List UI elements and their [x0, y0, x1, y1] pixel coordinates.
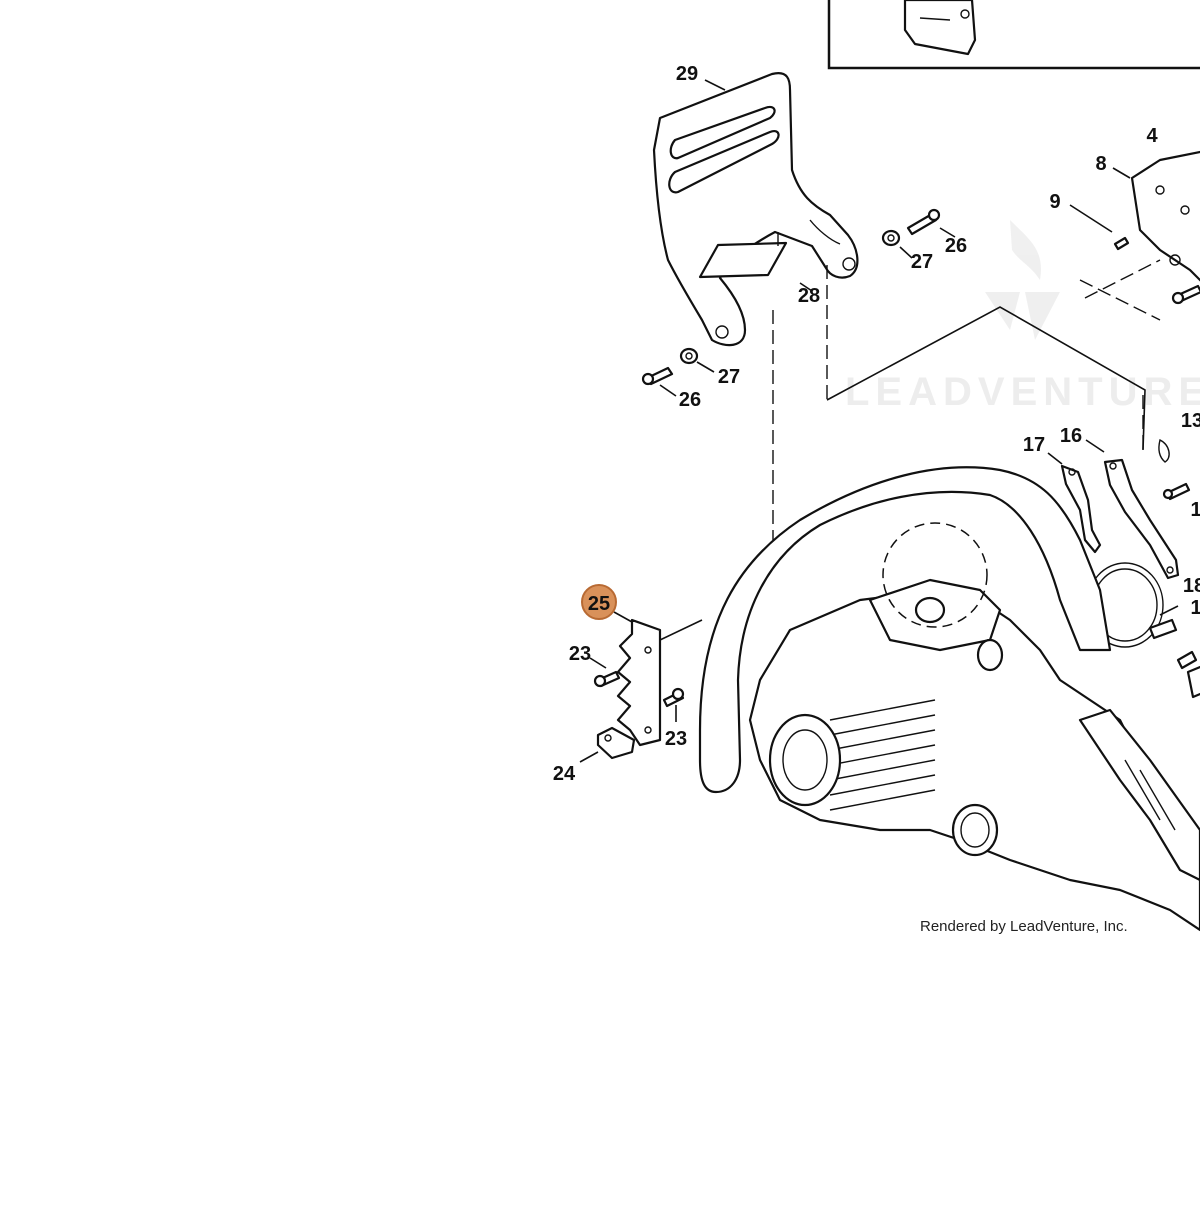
leader-28 — [799, 282, 813, 292]
inset-box — [827, 0, 1200, 70]
label-sticker-part[interactable] — [698, 241, 788, 279]
leader-27a — [899, 246, 913, 259]
washer-27-lower[interactable] — [679, 347, 699, 365]
leader-8 — [1112, 167, 1131, 179]
leader-9 — [1069, 204, 1113, 233]
screw-right-2[interactable] — [1162, 482, 1191, 501]
screw-9[interactable] — [1113, 236, 1130, 251]
callout-23-left[interactable]: 23 — [569, 643, 591, 665]
leader-26a — [939, 227, 956, 238]
leader-27b — [696, 361, 715, 373]
callout-27-upper[interactable]: 27 — [911, 251, 933, 273]
callout-28[interactable]: 28 — [798, 285, 820, 307]
guide-line — [826, 306, 1146, 451]
guide-line — [1084, 259, 1161, 299]
callout-9[interactable]: 9 — [1049, 191, 1060, 213]
render-credit: Rendered by LeadVenture, Inc. — [920, 918, 1128, 935]
callout-27-lower[interactable]: 27 — [718, 366, 740, 388]
leader-26b — [659, 384, 677, 397]
callout-1a[interactable]: 1 — [1190, 499, 1200, 521]
clip-part[interactable] — [1158, 438, 1170, 463]
leader-25 — [613, 611, 633, 623]
leader-23a — [589, 657, 607, 669]
callout-24[interactable]: 24 — [553, 763, 576, 785]
leader-16 — [1085, 439, 1105, 453]
pin-right[interactable] — [1176, 650, 1200, 699]
chainsaw-body[interactable] — [698, 466, 1200, 932]
callout-23-right[interactable]: 23 — [665, 728, 687, 750]
guide-line — [659, 619, 703, 641]
callout-26-upper[interactable]: 26 — [945, 235, 967, 257]
watermark: LEADVENTURE — [845, 220, 1200, 414]
screw-23-left[interactable] — [593, 670, 621, 688]
leader-24 — [579, 751, 599, 763]
callout-26-lower[interactable]: 26 — [679, 389, 701, 411]
callout-25[interactable]: 25 — [588, 593, 610, 615]
screw-23-right[interactable] — [662, 687, 685, 708]
leader-29 — [704, 79, 726, 91]
callout-29[interactable]: 29 — [676, 63, 698, 85]
link-17-part[interactable] — [1060, 464, 1102, 554]
callout-1b[interactable]: 1 — [1190, 597, 1200, 619]
screw-26-upper[interactable] — [906, 208, 941, 236]
callout-8[interactable]: 8 — [1095, 153, 1106, 175]
hand-guard-part[interactable] — [652, 72, 859, 347]
callout-17[interactable]: 17 — [1023, 434, 1045, 456]
screw-26-lower[interactable] — [641, 366, 674, 386]
highlight-marker[interactable] — [581, 584, 617, 620]
bracket-24-part[interactable] — [596, 726, 636, 760]
leader-17 — [1047, 452, 1063, 465]
callout-18[interactable]: 18 — [1183, 575, 1200, 597]
side-plate-part[interactable] — [1130, 150, 1200, 290]
callout-13[interactable]: 13 — [1181, 410, 1200, 432]
guide-line — [1079, 279, 1161, 321]
screw-right[interactable] — [1171, 284, 1200, 305]
callout-16[interactable]: 16 — [1060, 425, 1082, 447]
callout-4[interactable]: 4 — [1146, 125, 1158, 147]
washer-27-upper[interactable] — [881, 229, 901, 247]
link-16-part[interactable] — [1103, 458, 1180, 580]
bumper-spike-part[interactable] — [616, 618, 662, 747]
leader-18 — [1159, 605, 1179, 616]
watermark-text: LEADVENTURE — [845, 370, 1200, 414]
